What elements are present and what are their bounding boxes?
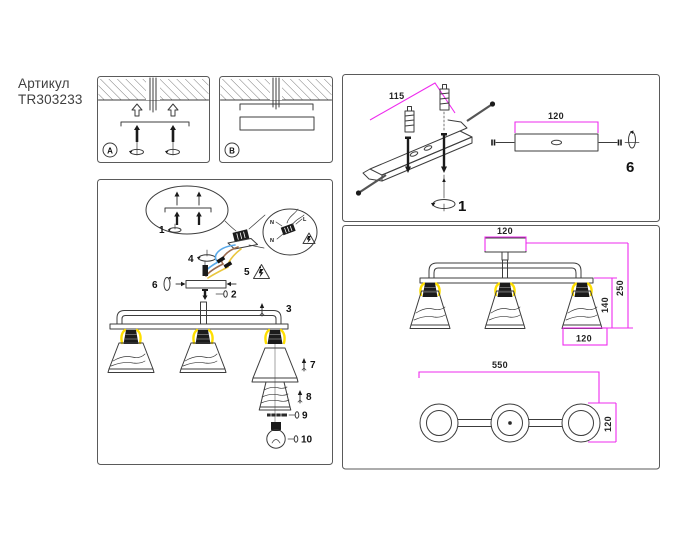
front-dimensions: 120 250 140 120 bbox=[484, 226, 633, 346]
arrow-up-icon bbox=[259, 303, 265, 317]
terminal-block bbox=[224, 220, 258, 250]
dim-550: 550 bbox=[492, 360, 508, 370]
dimensions-panel: 120 250 140 120 550 120 bbox=[342, 225, 660, 470]
wire-ferrules bbox=[216, 256, 233, 269]
rotate-icon bbox=[624, 130, 640, 149]
mounting-bracket-icon bbox=[120, 121, 190, 127]
diagonal-screw-icon bbox=[466, 101, 496, 122]
glass-shade bbox=[409, 290, 451, 329]
article-block: Артикул TR303233 bbox=[18, 76, 83, 108]
mounted-bracket-icon bbox=[239, 103, 314, 111]
mounting-plate-icon bbox=[239, 116, 315, 131]
bracket-icon bbox=[164, 207, 212, 213]
arrow-up-icon bbox=[174, 191, 202, 206]
fixture-frame bbox=[109, 310, 289, 330]
step-1-label: 1 bbox=[159, 225, 165, 236]
step-4-label: 4 bbox=[188, 254, 194, 265]
neutral-label: N bbox=[270, 220, 274, 226]
article-code: TR303233 bbox=[18, 92, 83, 107]
step-5-label: 5 bbox=[244, 267, 250, 278]
glass-shade bbox=[484, 290, 526, 329]
mounting-plate bbox=[185, 280, 227, 289]
screw-icon bbox=[491, 139, 515, 146]
bracket-detail-drawing: 115 bbox=[342, 74, 660, 222]
rotate-icon bbox=[431, 199, 456, 212]
mounting-bar-3d: 115 bbox=[355, 82, 496, 215]
dim-140: 140 bbox=[600, 297, 610, 313]
neutral-label: N bbox=[270, 238, 274, 244]
inner-shade bbox=[258, 381, 292, 411]
wing-screw-icon bbox=[287, 435, 299, 443]
dimensions-drawing: 120 250 140 120 550 120 bbox=[342, 225, 660, 470]
step-10-label: 10 bbox=[301, 435, 313, 446]
panel-b-label: B bbox=[229, 147, 235, 156]
wing-screw-icon bbox=[215, 290, 228, 298]
retaining-ring bbox=[267, 413, 287, 417]
step-6-label: 6 bbox=[152, 280, 158, 291]
rotate-icon bbox=[163, 276, 171, 291]
wiring-detail-circle: N L N bbox=[248, 208, 318, 256]
screw-icon bbox=[598, 139, 622, 146]
panel-a: A bbox=[97, 76, 210, 163]
screw-icon bbox=[129, 125, 180, 156]
step-6-label: 6 bbox=[626, 159, 634, 176]
dim-120: 120 bbox=[548, 111, 564, 121]
glass-shade bbox=[107, 342, 155, 373]
article-label: Артикул bbox=[18, 76, 70, 91]
panel-b-drawing: B bbox=[219, 76, 333, 163]
step-1-label: 1 bbox=[458, 198, 466, 215]
wall-anchor-icon bbox=[439, 84, 450, 111]
dim-canopy-120: 120 bbox=[497, 226, 513, 236]
front-view bbox=[409, 237, 603, 329]
push-up-arrow-icon bbox=[131, 103, 179, 117]
rotate-icon bbox=[167, 223, 182, 233]
wall-anchor-icon bbox=[404, 106, 415, 133]
threaded-nipple bbox=[202, 265, 208, 276]
live-label: L bbox=[303, 217, 307, 223]
bracket-inset: 1 bbox=[145, 185, 229, 236]
dim-250: 250 bbox=[615, 280, 625, 296]
dim-115: 115 bbox=[389, 91, 404, 101]
bracket-detail-panel: 115 bbox=[342, 74, 660, 222]
ceiling-wires-icon bbox=[149, 77, 157, 113]
plate-with-screws: 120 6 bbox=[491, 111, 640, 176]
assembly-panel: 1 N L N bbox=[97, 172, 333, 465]
inward-arrow-icon bbox=[175, 281, 237, 287]
step-3-label: 3 bbox=[286, 304, 292, 315]
arrow-up-icon bbox=[297, 390, 303, 404]
electric-warning-icon bbox=[253, 264, 270, 279]
panel-b: B bbox=[219, 76, 333, 163]
panel-a-drawing: A bbox=[97, 76, 210, 163]
screw-icon bbox=[405, 136, 411, 173]
bottom-dimensions: 550 120 bbox=[418, 360, 617, 443]
electric-warning-icon bbox=[302, 232, 316, 244]
dim-diameter-120: 120 bbox=[603, 416, 613, 432]
light-bulb bbox=[266, 422, 286, 449]
bottom-view bbox=[419, 403, 601, 443]
wing-screw-icon bbox=[288, 411, 300, 419]
step-7-label: 7 bbox=[310, 360, 316, 371]
dim-shade-120: 120 bbox=[576, 334, 592, 344]
screw-icon bbox=[441, 133, 447, 173]
step-8-label: 8 bbox=[306, 392, 312, 403]
diagonal-screw-icon bbox=[355, 174, 387, 196]
screw-icon bbox=[202, 289, 208, 300]
glass-shade bbox=[179, 342, 227, 373]
step-2-label: 2 bbox=[231, 290, 237, 301]
arrow-up-icon bbox=[301, 358, 307, 372]
step-9-label: 9 bbox=[302, 411, 308, 422]
panel-a-label: A bbox=[107, 147, 113, 156]
assembly-diagram: 1 N L N bbox=[97, 179, 333, 465]
lamp-sockets bbox=[120, 328, 286, 345]
screw-icon bbox=[174, 211, 202, 225]
